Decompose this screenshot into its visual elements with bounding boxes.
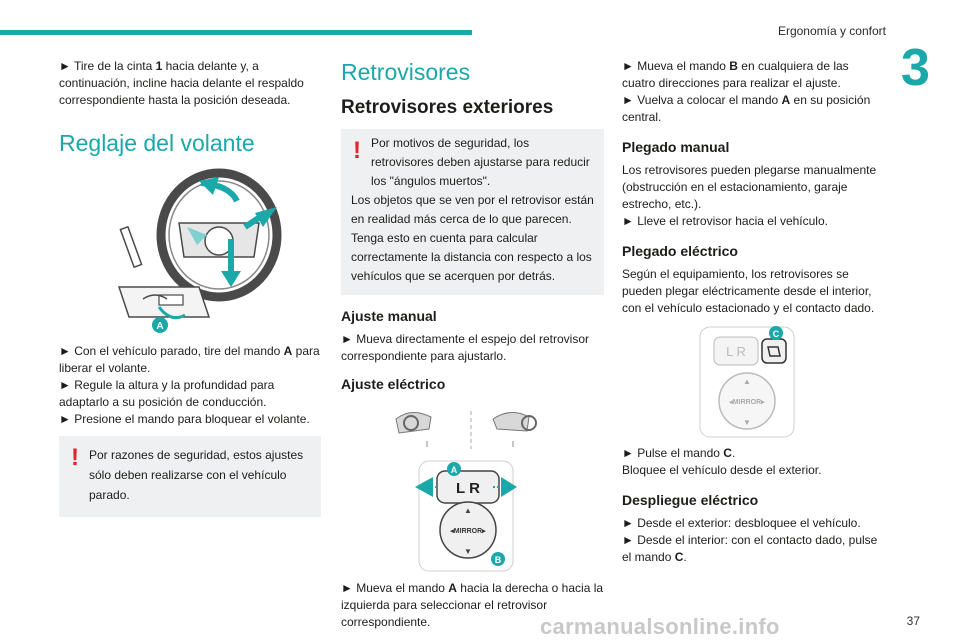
steering-step-2: ► Regule la altura y la profundidad para… <box>59 378 275 409</box>
label-c: C <box>773 329 780 339</box>
electric-fold-heading: Plegado eléctrico <box>622 243 738 259</box>
steering-wheel-figure: A <box>59 167 321 337</box>
manual-fold-text: Los retrovisores pueden plegarse manualm… <box>622 163 877 211</box>
mirrors-heading: Retrovisores <box>341 59 471 85</box>
electric-fold-text: Según el equipamiento, los retrovisores … <box>622 267 875 315</box>
unfold-step-1: ► Desde el exterior: desbloquee el vehíc… <box>622 516 861 530</box>
column-1: ► Tire de la cinta 1 hacia delante y, a … <box>59 58 321 517</box>
mirror-label: ◂MIRROR▸ <box>728 399 765 406</box>
adjust-step-a: ► Vuelva a colocar el mando A en su posi… <box>622 93 871 124</box>
mirror-control-figure: L R A ▲ ▼ ◂MIRROR▸ B <box>341 399 604 574</box>
svg-text:▲: ▲ <box>743 377 751 386</box>
mirror-control-illustration: L R A ▲ ▼ ◂MIRROR▸ B <box>395 411 537 572</box>
lock-text: Bloquee el vehículo desde el exterior. <box>622 463 822 477</box>
electric-unfold-heading: Despliegue eléctrico <box>622 492 759 508</box>
steering-wheel-illustration: A <box>117 168 282 333</box>
label-a: A <box>156 321 163 332</box>
lr-label: L R <box>726 344 746 359</box>
column-3: ► Mueva el mando B en cualquiera de las … <box>622 58 884 566</box>
press-c-step: ► Pulse el mando C. <box>622 446 736 460</box>
column-2: Retrovisores Retrovisores exteriores ! P… <box>341 58 604 631</box>
manual-fold-heading: Plegado manual <box>622 139 730 155</box>
electric-adjust-text: ► Mueva el mando A hacia la derecha o ha… <box>341 581 604 629</box>
label-a: A <box>451 465 458 475</box>
mirror-label: ◂MIRROR▸ <box>449 528 486 535</box>
manual-adjust-heading: Ajuste manual <box>341 308 437 324</box>
fold-control-figure: L R C ▲ ▼ ◂MIRROR▸ <box>622 323 884 441</box>
adjust-step-b: ► Mueva el mando B en cualquiera de las … <box>622 59 849 90</box>
section-title: Ergonomía y confort <box>777 24 886 38</box>
warning-text-2: Los objetos que se ven por el retrovisor… <box>351 193 594 283</box>
electric-adjust-heading: Ajuste eléctrico <box>341 376 446 392</box>
page-number: 37 <box>906 614 920 628</box>
unfold-step-2: ► Desde el interior: con el contacto dad… <box>622 533 878 564</box>
svg-text:▼: ▼ <box>464 547 472 556</box>
warning-icon: ! <box>71 444 79 471</box>
steering-heading: Reglaje del volante <box>59 130 255 156</box>
watermark: carmanualsonline.info <box>540 614 780 639</box>
mirrors-warning: ! Por motivos de seguridad, los retrovis… <box>341 129 604 295</box>
steering-step-1: ► Con el vehículo parado, tire del mando… <box>59 344 320 375</box>
seat-paragraph: ► Tire de la cinta 1 hacia delante y, a … <box>59 59 304 107</box>
chapter-number: 3 <box>901 39 930 97</box>
steering-step-3: ► Presione el mando para bloquear el vol… <box>59 412 310 426</box>
lr-label: L R <box>456 480 480 497</box>
warning-text-1: Por motivos de seguridad, los retrovisor… <box>371 136 590 188</box>
fold-control-illustration: L R C ▲ ▼ ◂MIRROR▸ <box>699 326 795 438</box>
header-accent-bar <box>0 30 472 35</box>
label-b: B <box>495 555 502 565</box>
manual-fold-step: ► Lleve el retrovisor hacia el vehículo. <box>622 214 828 228</box>
warning-icon: ! <box>353 137 361 164</box>
exterior-mirrors-heading: Retrovisores exteriores <box>341 97 554 118</box>
svg-text:▲: ▲ <box>464 506 472 515</box>
svg-text:▼: ▼ <box>743 418 751 427</box>
manual-adjust-text: ► Mueva directamente el espejo del retro… <box>341 332 589 363</box>
warning-text: Por razones de seguridad, estos ajustes … <box>89 448 304 502</box>
steering-warning: ! Por razones de seguridad, estos ajuste… <box>59 436 321 517</box>
